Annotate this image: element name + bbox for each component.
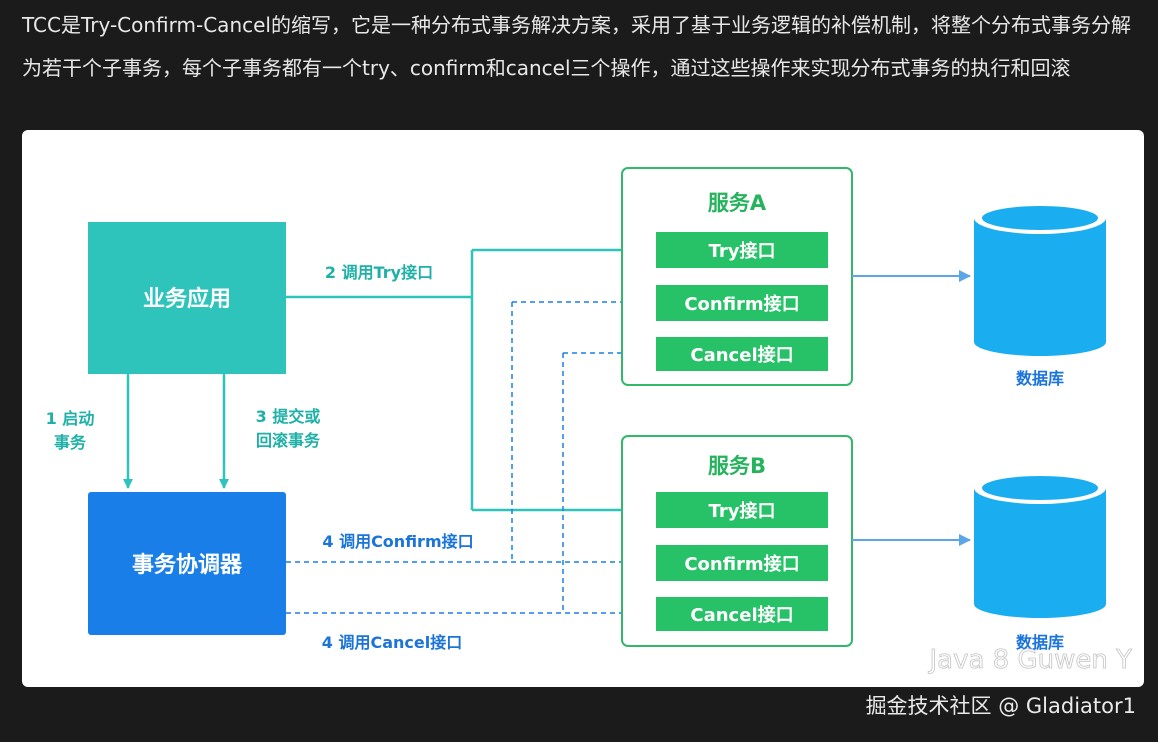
service-a-title: 服务A	[708, 191, 767, 215]
tcc-diagram: 业务应用 事务协调器 1 启动 事务 3 提交或 回滚事务 2 调用Try接口 …	[46, 167, 1133, 675]
business-app-box	[88, 222, 286, 374]
footer-credit: 掘金技术社区 @ Gladiator1	[865, 694, 1136, 718]
watermark: Java 8 Guwen Y	[927, 645, 1132, 675]
service-b-cancel-label: Cancel接口	[690, 604, 793, 626]
step4-cancel-label: 4 调用Cancel接口	[322, 633, 462, 652]
step3-label-line2: 回滚事务	[256, 431, 321, 450]
step4-confirm-label: 4 调用Confirm接口	[322, 532, 473, 551]
database-a-icon	[974, 202, 1106, 356]
coordinator-label: 事务协调器	[132, 552, 243, 578]
tcc-diagram-panel: 业务应用 事务协调器 1 启动 事务 3 提交或 回滚事务 2 调用Try接口 …	[22, 130, 1144, 687]
service-a-confirm-label: Confirm接口	[684, 293, 799, 315]
database-a-label: 数据库	[1016, 369, 1064, 388]
intro-paragraph: TCC是Try-Confirm-Cancel的缩写，它是一种分布式事务解决方案，…	[22, 13, 1131, 80]
database-b-icon	[974, 472, 1106, 618]
service-b-cancel	[656, 597, 828, 631]
service-b-try	[656, 492, 828, 528]
service-a-cancel-label: Cancel接口	[690, 344, 793, 366]
service-a-try	[656, 232, 828, 268]
coordinator-box	[88, 492, 286, 635]
service-b-try-label: Try接口	[709, 500, 776, 522]
business-app-label: 业务应用	[143, 286, 231, 312]
service-b-confirm	[656, 545, 828, 581]
service-a-confirm	[656, 285, 828, 321]
step1-label-line2: 事务	[54, 433, 87, 452]
service-b-confirm-label: Confirm接口	[684, 553, 799, 575]
service-a-try-label: Try接口	[709, 240, 776, 262]
step3-label-line1: 3 提交或	[256, 407, 321, 426]
step2-label: 2 调用Try接口	[325, 263, 433, 282]
database-b-label: 数据库	[1016, 633, 1064, 652]
step1-label-line1: 1 启动	[46, 409, 95, 428]
service-a-cancel	[656, 337, 828, 371]
service-b-title: 服务B	[708, 454, 766, 478]
